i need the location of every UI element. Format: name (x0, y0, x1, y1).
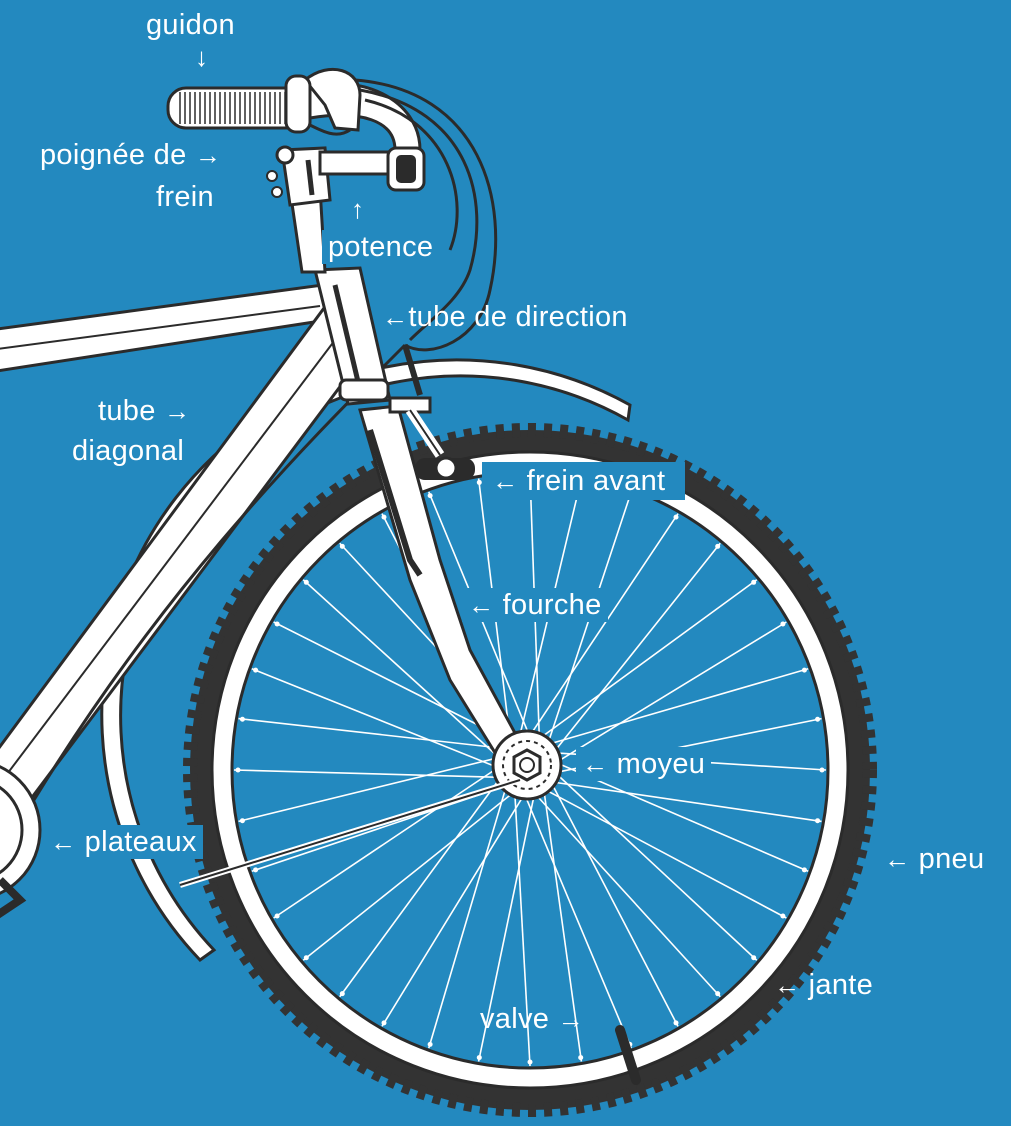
spoke-nipple (780, 622, 785, 627)
spoke-nipple (715, 544, 720, 549)
spoke-nipple (528, 1060, 533, 1065)
spoke-nipple (674, 515, 679, 520)
arrow-right-icon: → (195, 138, 221, 172)
label-frein-avant: ← frein avant (482, 462, 685, 500)
grip (168, 76, 310, 132)
spoke-nipple (304, 580, 309, 585)
pneu-text: pneu (919, 843, 985, 875)
spoke-nipple (428, 493, 433, 498)
spoke-nipple (820, 768, 825, 773)
poignee-text-line1: poignée de (40, 139, 187, 171)
spoke-nipple (240, 717, 245, 722)
spoke-nipple (802, 668, 807, 673)
spoke-nipple (751, 955, 756, 960)
spoke-nipple (780, 914, 785, 919)
spoke-nipple (815, 717, 820, 722)
tube-diagonal-text-line2: diagonal (72, 435, 184, 467)
label-poignee-line2: frein (156, 180, 214, 214)
arrow-up-icon: ↑ (351, 192, 364, 226)
guidon-arrow: ↓ (195, 40, 208, 74)
spoke-nipple (382, 1020, 387, 1025)
label-fourche: ← fourche (462, 588, 608, 622)
spoke-nipple (815, 818, 820, 823)
spoke-nipple (674, 1020, 679, 1025)
guidon-text: guidon (146, 9, 235, 41)
label-moyeu: ← moyeu (576, 747, 711, 781)
spoke-nipple (751, 580, 756, 585)
label-plateaux: ← plateaux (44, 825, 203, 859)
tube-direction-text: tube de direction (408, 301, 628, 333)
potence-text: potence (328, 231, 433, 263)
label-pneu: ← pneu (884, 842, 984, 876)
label-tube-diagonal: tube → (98, 394, 190, 428)
frein-avant-text: frein avant (527, 465, 666, 497)
arrow-left-icon: ← (492, 464, 518, 498)
label-valve: valve → (480, 1002, 584, 1036)
arrow-right-icon: → (164, 394, 190, 428)
spoke-nipple (253, 668, 258, 673)
spoke-nipple (428, 1042, 433, 1047)
label-potence: potence (322, 230, 439, 264)
spoke-nipple (240, 818, 245, 823)
spoke-nipple (275, 914, 280, 919)
arrow-left-icon: ← (582, 747, 608, 781)
spoke-nipple (715, 991, 720, 996)
fourche-text: fourche (503, 589, 602, 621)
spoke-nipple (236, 768, 241, 773)
valve-text: valve (480, 1003, 549, 1035)
label-tube-de-direction: ←tube de direction (382, 300, 628, 334)
moyeu-text: moyeu (617, 748, 706, 780)
arrow-right-icon: → (558, 1002, 584, 1036)
spoke-nipple (340, 544, 345, 549)
plateaux-text: plateaux (85, 826, 197, 858)
spoke-nipple (304, 955, 309, 960)
tube-diagonal-text-line1: tube (98, 395, 156, 427)
arrow-left-icon: ← (382, 300, 408, 334)
poignee-text-line2: frein (156, 181, 214, 213)
arrow-left-icon: ← (50, 825, 76, 859)
label-guidon: guidon (146, 8, 235, 42)
arrow-left-icon: ← (774, 968, 800, 1002)
spoke-nipple (578, 1055, 583, 1060)
spoke-nipple (477, 1055, 482, 1060)
arrow-left-icon: ← (468, 588, 494, 622)
spoke-nipple (802, 867, 807, 872)
arrow-left-icon: ← (884, 842, 910, 876)
spoke-nipple (275, 622, 280, 627)
label-poignee-de-frein: poignée de → (40, 138, 221, 172)
label-tube-diagonal-line2: diagonal (72, 434, 184, 468)
potence-arrow: ↑ (351, 192, 364, 226)
hub (493, 731, 561, 799)
spoke-nipple (340, 991, 345, 996)
spoke-nipple (382, 515, 387, 520)
jante-text: jante (809, 969, 873, 1001)
label-jante: ← jante (774, 968, 873, 1002)
arrow-down-icon: ↓ (195, 40, 208, 74)
spoke-nipple (253, 867, 258, 872)
